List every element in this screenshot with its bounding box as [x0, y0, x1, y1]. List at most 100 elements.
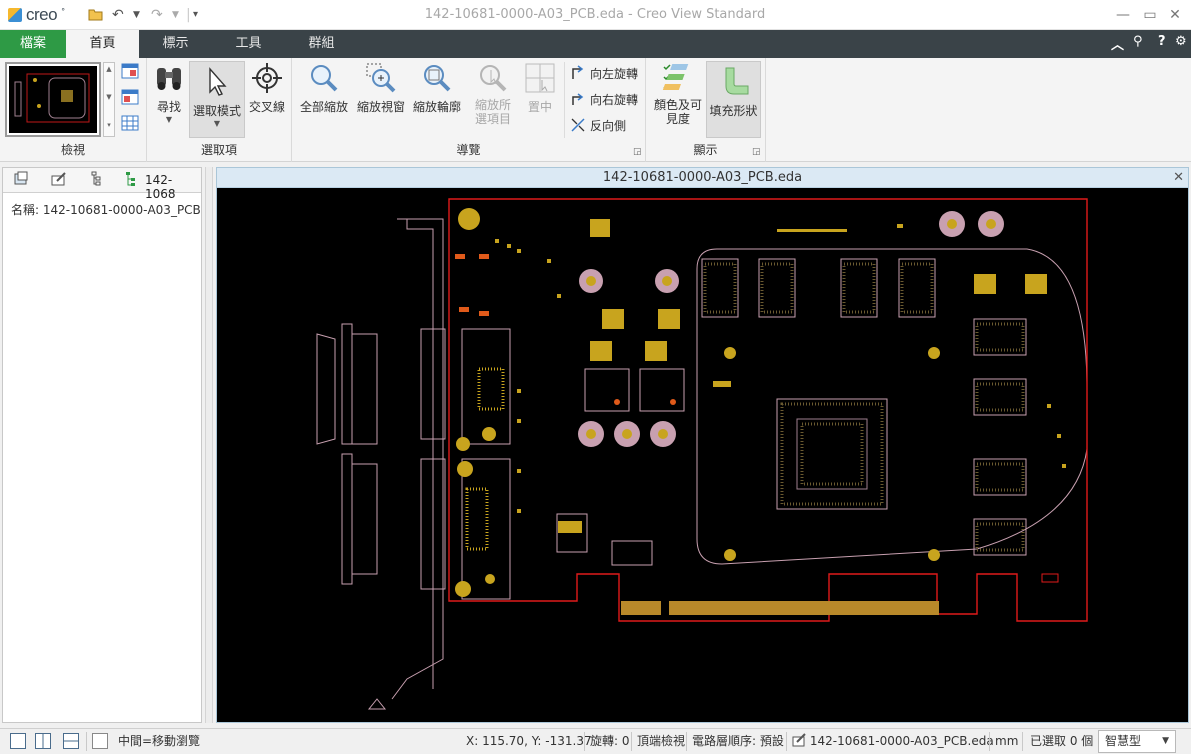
tab-file[interactable]: 檔案	[0, 30, 66, 58]
layout-split-horizontal-icon[interactable]	[63, 733, 79, 749]
zoom-window-icon	[366, 63, 396, 93]
tree-view-tab-icon[interactable]	[87, 171, 107, 189]
open-folder-icon[interactable]	[88, 6, 104, 24]
close-window-button[interactable]: ✕	[1169, 7, 1181, 23]
layout-split-vertical-icon[interactable]	[35, 733, 51, 749]
panel-content: 名稱: 142-10681-0000-A03_PCB.e	[3, 193, 201, 226]
undo-dropdown-icon[interactable]: ▼	[133, 10, 140, 20]
window-title: 142-10681-0000-A03_PCB.eda - Creo View S…	[424, 7, 766, 22]
markup-doc-icon	[792, 733, 806, 747]
rotate-right-button[interactable]: 向右旋轉	[570, 88, 638, 110]
selection-mode-dropdown[interactable]: 智慧型 ▼	[1098, 730, 1176, 753]
creo-logo-icon	[8, 8, 22, 22]
chevron-down-icon: ▼	[1162, 736, 1169, 746]
navigate-launcher-icon[interactable]: ◲	[633, 147, 642, 157]
display-launcher-icon[interactable]: ◲	[752, 147, 761, 157]
crosshair-button[interactable]: 交叉線	[247, 62, 287, 134]
redo-icon[interactable]: ↷	[151, 7, 163, 23]
display-group-label: 顯示	[693, 143, 718, 157]
zoom-outline-button[interactable]: 縮放輪廓	[410, 62, 464, 134]
zoom-selected-button[interactable]: 縮放所選項目	[466, 62, 520, 142]
center-label: 置中	[527, 100, 552, 114]
rotate-left-icon	[572, 65, 584, 79]
qa-separator: |	[186, 7, 191, 23]
model-tree-icon[interactable]	[121, 171, 141, 189]
rotate-right-label: 向右旋轉	[590, 92, 639, 107]
fullscreen-icon[interactable]	[92, 733, 108, 749]
zoom-window-button[interactable]: 縮放視窗	[354, 62, 408, 134]
selection-mode-value: 智慧型	[1105, 734, 1142, 748]
minimize-button[interactable]: —	[1116, 7, 1130, 23]
tab-tools[interactable]: 工具	[235, 36, 262, 51]
zoom-outline-label: 縮放輪廓	[412, 100, 461, 114]
view-layout-icon-2[interactable]	[121, 89, 139, 108]
name-row[interactable]: 名稱: 142-10681-0000-A03_PCB.e	[11, 203, 201, 217]
rotate-left-label: 向左旋轉	[590, 66, 639, 81]
rotate-left-button[interactable]: 向左旋轉	[570, 62, 638, 84]
zoom-all-icon	[311, 65, 338, 92]
center-icon	[525, 63, 555, 93]
maximize-button[interactable]: ▭	[1143, 7, 1157, 23]
fill-shapes-label: 填充形狀	[709, 104, 758, 118]
navigate-divider	[564, 62, 565, 138]
app-logo-text: creo	[26, 5, 58, 24]
cursor-coordinates: X: 115.70, Y: -131.37	[466, 734, 592, 748]
select-mode-button[interactable]: 選取模式 ▼	[189, 61, 245, 138]
ribbon-tab-bar: 檔案 首頁 標示 工具 群組 ︿ ⚲ ? ⚙	[0, 30, 1191, 58]
structure-panel: 142-1068 名稱: 142-10681-0000-A03_PCB.e	[2, 167, 202, 723]
structure-tab-icon[interactable]	[11, 171, 31, 189]
title-bar: creo ° ↶ ▼ ↷ ▼ | ▾ 142-10681-0000-A03_PC…	[0, 0, 1191, 30]
units-indicator: mm	[995, 734, 1019, 748]
zoom-all-label: 全部縮放	[299, 100, 348, 114]
ribbon: ▲▼▾ 檢視 尋找 ▼ 選取模式 ▼	[0, 58, 1191, 162]
center-button[interactable]: 置中	[520, 62, 560, 134]
view-layout-icon-1[interactable]	[121, 63, 139, 82]
tab-groups[interactable]: 群組	[308, 36, 335, 51]
zoom-all-button[interactable]: 全部縮放	[298, 62, 350, 134]
binoculars-icon	[157, 68, 181, 90]
display-group: 顏色及可見度 填充形狀 ◲ 顯示	[646, 58, 766, 162]
search-icon[interactable]: ⚲	[1133, 34, 1143, 49]
thumbnail-scroll[interactable]: ▲▼▾	[103, 62, 115, 137]
layer-order: 電路層順序: 預設	[692, 734, 784, 748]
settings-gear-icon[interactable]: ⚙	[1175, 34, 1187, 49]
view-group-label: 檢視	[60, 143, 85, 157]
color-visibility-label: 顏色及可見度	[653, 98, 702, 126]
rotate-right-icon	[572, 93, 584, 105]
crosshair-icon	[252, 63, 282, 93]
document-file-name: 142-10681-0000-A03_PCB.eda	[809, 734, 994, 748]
pcb-drawing	[217, 189, 1188, 722]
flip-label: 反向側	[590, 118, 627, 133]
view-grid-icon[interactable]	[121, 115, 139, 134]
tab-home[interactable]: 首頁	[66, 30, 139, 58]
color-visibility-icon	[662, 64, 689, 91]
flip-icon	[571, 118, 585, 132]
tree-tab-label[interactable]: 142-1068	[145, 173, 176, 201]
app-logo: creo °	[8, 5, 65, 24]
select-group: 尋找 ▼ 選取模式 ▼ 交叉線 選取項	[147, 58, 292, 162]
rotation-status: 旋轉: 0	[590, 734, 630, 748]
layout-single-icon[interactable]	[10, 733, 26, 749]
zoom-selected-label: 縮放所選項目	[474, 98, 511, 126]
collapse-ribbon-icon[interactable]: ︿	[1111, 38, 1125, 53]
color-visibility-button[interactable]: 顏色及可見度	[650, 62, 706, 140]
viewer-header: 142-10681-0000-A03_PCB.eda ✕	[217, 168, 1188, 188]
pcb-canvas[interactable]	[217, 189, 1188, 722]
find-label: 尋找	[156, 100, 181, 114]
redo-dropdown-icon[interactable]: ▼	[172, 10, 179, 20]
view-thumbnail[interactable]	[5, 62, 101, 137]
navigate-group: 全部縮放 縮放視窗 縮放輪廓 縮放所選項目	[292, 58, 646, 162]
mouse-hint: 中間=移動瀏覽	[118, 734, 201, 748]
customize-quick-access-icon[interactable]: ▾	[193, 9, 199, 20]
find-button[interactable]: 尋找 ▼	[151, 62, 187, 134]
select-mode-label: 選取模式	[192, 104, 241, 118]
undo-icon[interactable]: ↶	[112, 7, 124, 23]
panel-splitter[interactable]	[205, 167, 213, 723]
help-icon[interactable]: ?	[1158, 34, 1166, 49]
close-document-icon[interactable]: ✕	[1173, 170, 1184, 185]
flip-button[interactable]: 反向側	[570, 114, 626, 136]
fill-shapes-button[interactable]: 填充形狀	[706, 61, 761, 138]
markup-tab-icon[interactable]	[49, 171, 69, 189]
zoom-window-label: 縮放視窗	[356, 100, 405, 114]
tab-markup[interactable]: 標示	[162, 36, 189, 51]
